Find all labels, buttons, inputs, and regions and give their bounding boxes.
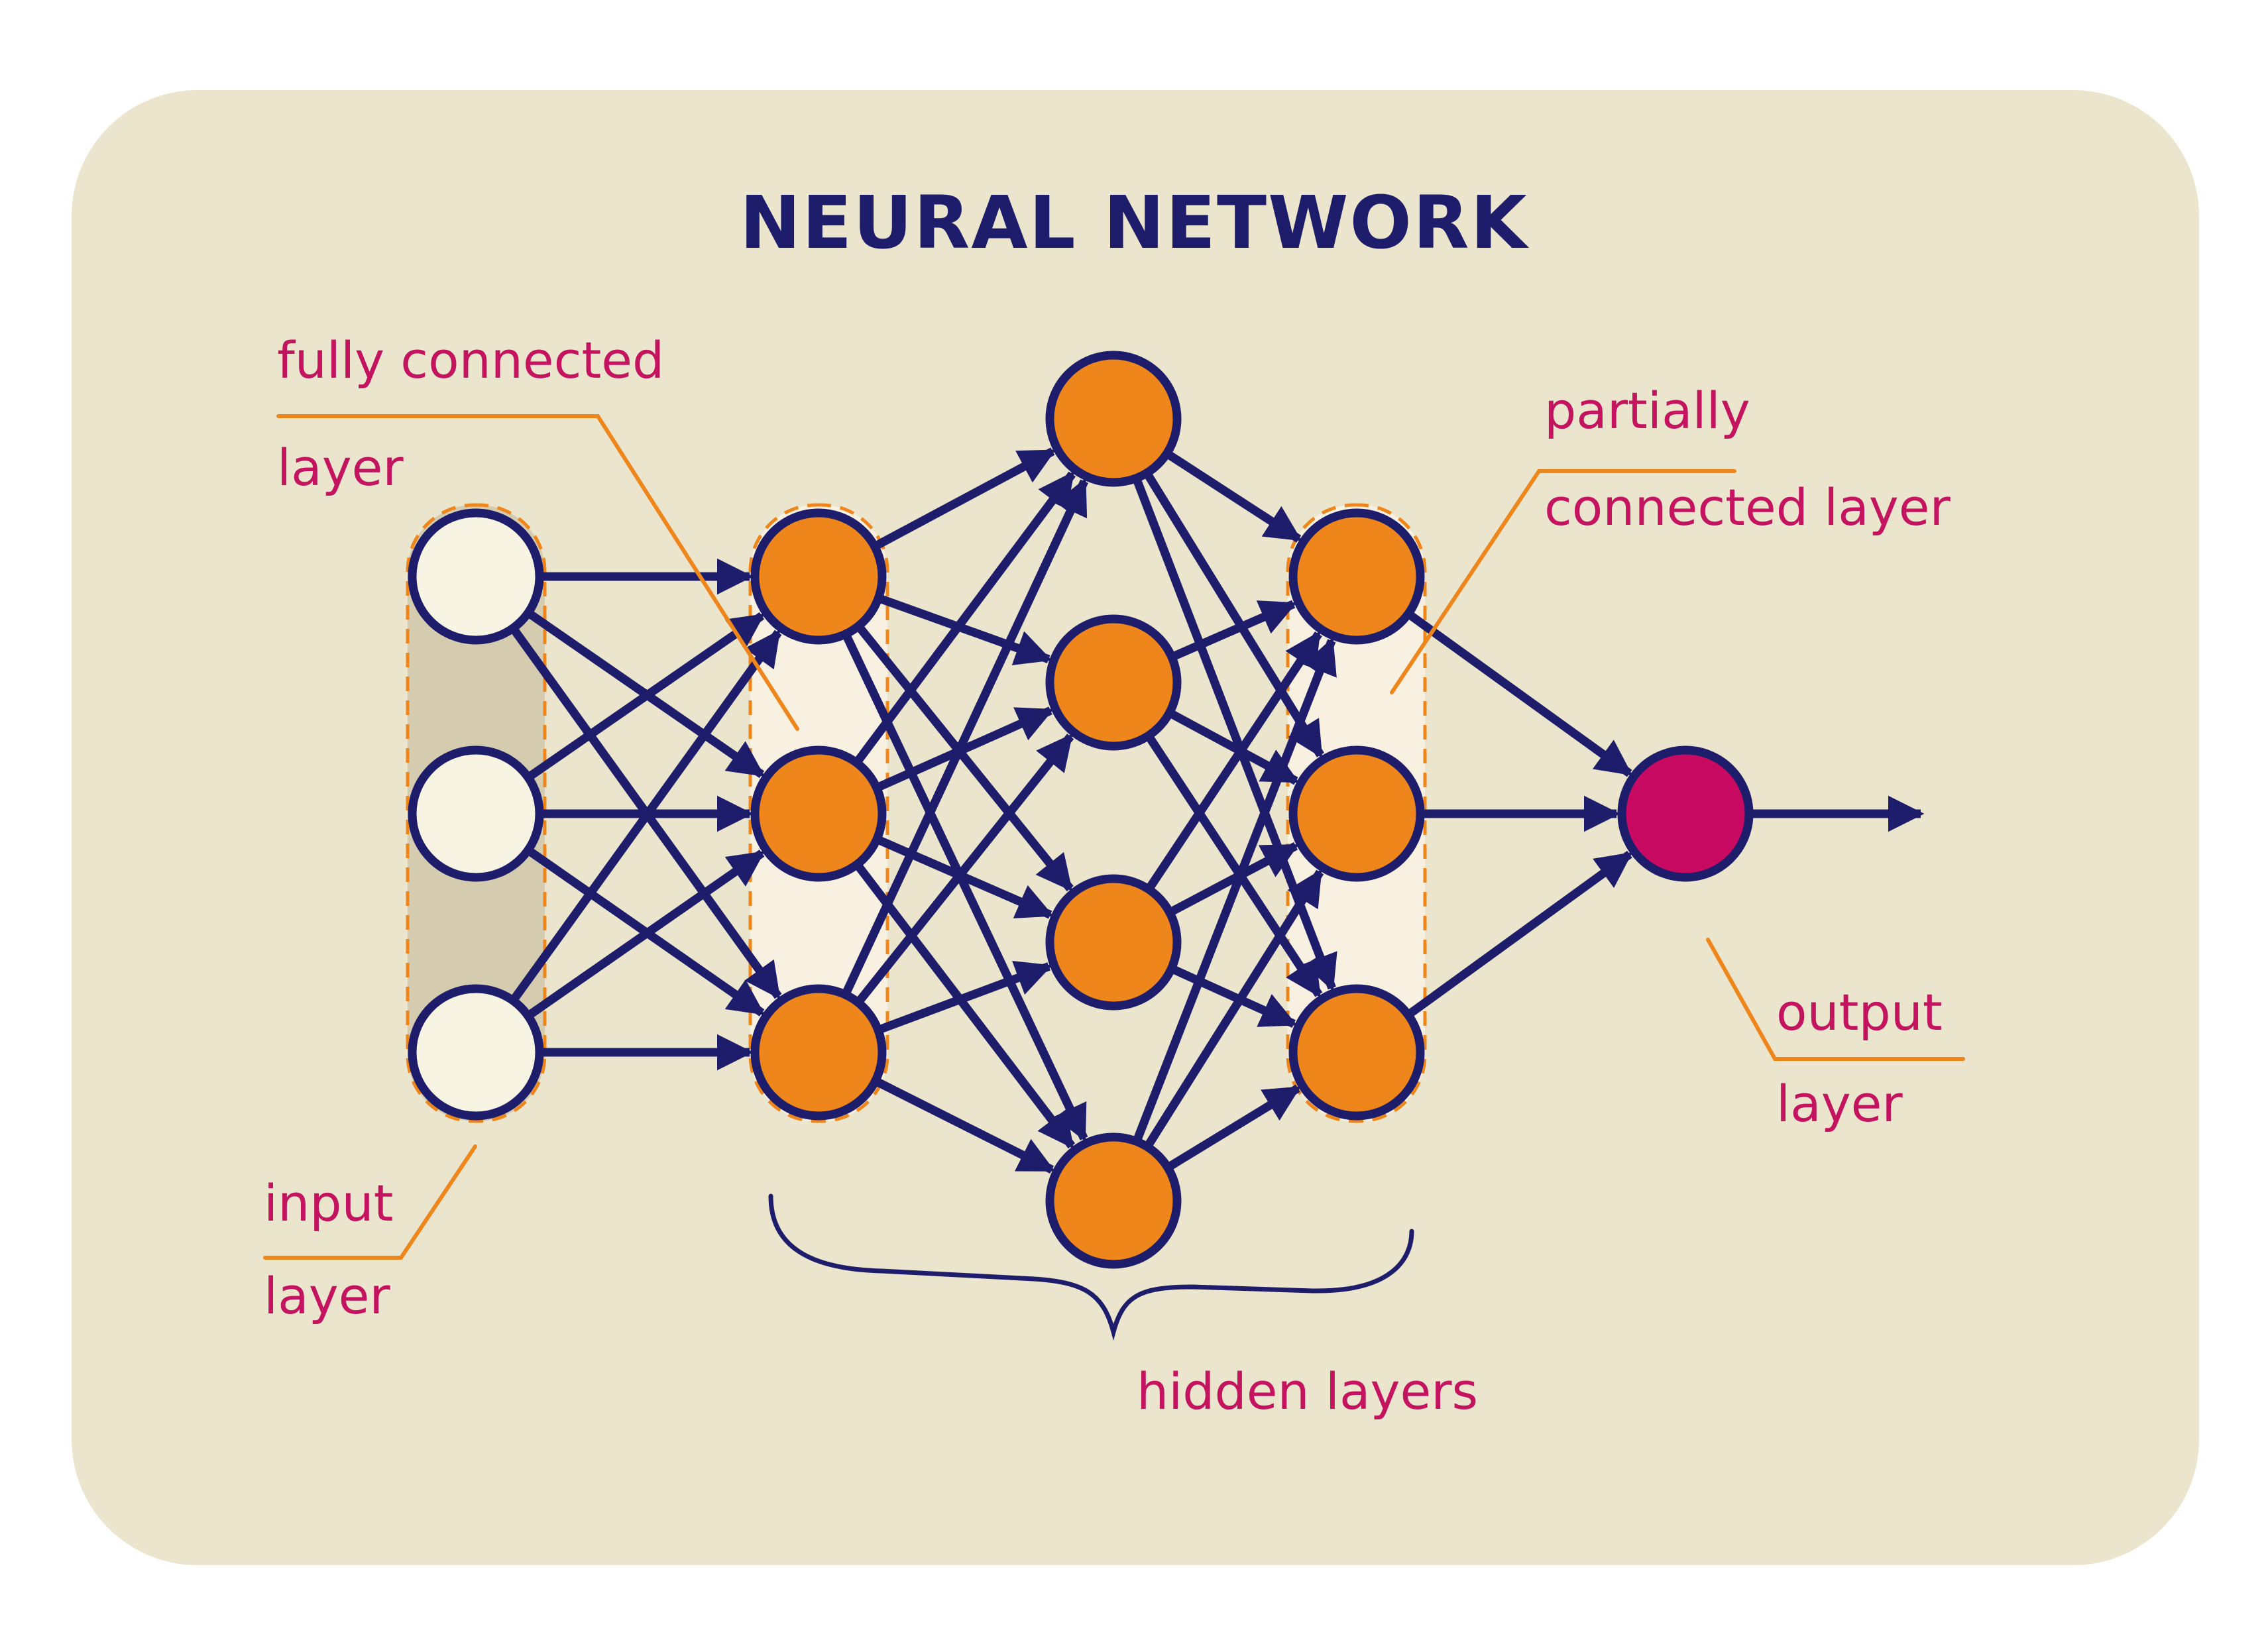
label-partially-connected-line2: connected layer [1544,478,1951,537]
connection-l1n2-to-l2n3 [876,1078,1055,1174]
hidden1-neuron-1 [750,508,887,645]
hidden2-neuron-4 [1045,1132,1182,1269]
hidden2-neuron-2 [1045,614,1182,751]
hidden2-neuron-1 [1045,351,1182,487]
connection-l2n1-to-l3n1 [1169,710,1300,785]
connection-l3n2-to-l4n0 [1408,850,1633,1017]
leader-input [263,1144,477,1260]
connection-l2n1-to-l3n2 [1146,735,1323,998]
connection-l2n1-to-l3n0 [1172,600,1297,660]
connection-l1n0-to-l2n0 [875,447,1056,549]
hidden2-neuron-3 [1045,874,1182,1011]
hidden3-neuron-3 [1288,984,1425,1121]
connection-l1n1-to-l2n3 [855,863,1076,1149]
label-output-line1: output [1776,983,1943,1042]
connection-l2n0-to-l3n1 [1144,472,1325,759]
connection-l1n1-to-l2n1 [877,706,1054,791]
label-fully-connected-line1: fully connected [277,331,665,390]
input-neuron-1 [408,508,544,645]
connection-l1n0-to-l2n1 [879,594,1052,665]
output-neuron-1 [1617,745,1754,882]
connection-l2n3-to-l3n0 [1133,637,1337,1141]
label-partially-connected-line1: partially [1544,381,1750,440]
connection-l0n2-to-l1n0 [511,629,782,1001]
leader-lines [263,414,1965,1260]
connection-l1n2-to-l2n2 [879,960,1052,1034]
connections [511,447,1633,1174]
label-input-line1: input [264,1174,394,1233]
hidden3-neuron-1 [1288,508,1425,645]
leader-fully-connected [276,414,799,731]
label-fully-connected-line2: layer [277,438,404,497]
connection-l2n2-to-l3n1 [1170,842,1299,916]
diagram-title: NEURAL NETWORK [740,180,1528,265]
connection-l1n2-to-l2n1 [856,734,1074,1003]
leader-output [1706,938,1965,1061]
label-input-line2: layer [264,1266,390,1325]
connection-l2n3-to-l3n1 [1145,869,1324,1147]
connection-l3n0-to-l4n0 [1408,612,1633,777]
connection-l0n2-to-l1n1 [528,850,765,1019]
connection-l2n3-to-l3n2 [1167,1084,1301,1170]
connection-l2n0-to-l3n0 [1166,451,1302,543]
connection-l1n2-to-l2n0 [842,478,1089,995]
connection-l1n1-to-l2n2 [878,836,1054,919]
hidden1-neuron-3 [750,984,887,1121]
hidden1-neuron-2 [750,745,887,882]
leader-partially-connected [1390,469,1736,694]
label-hidden-layers: hidden layers [1137,1362,1479,1421]
connection-l0n1-to-l1n0 [528,612,765,780]
hidden3-neuron-2 [1288,745,1425,882]
hidden-layers-brace [768,1193,1414,1341]
connection-l2n2-to-l3n2 [1172,965,1298,1028]
input-neuron-3 [408,984,544,1121]
connection-l1n0-to-l2n2 [856,625,1074,892]
connection-l1n1-to-l2n0 [854,470,1076,763]
connection-l2n2-to-l3n0 [1146,631,1322,890]
neurons [408,351,1754,1269]
label-output-line2: layer [1776,1074,1903,1133]
input-neuron-2 [408,745,544,882]
